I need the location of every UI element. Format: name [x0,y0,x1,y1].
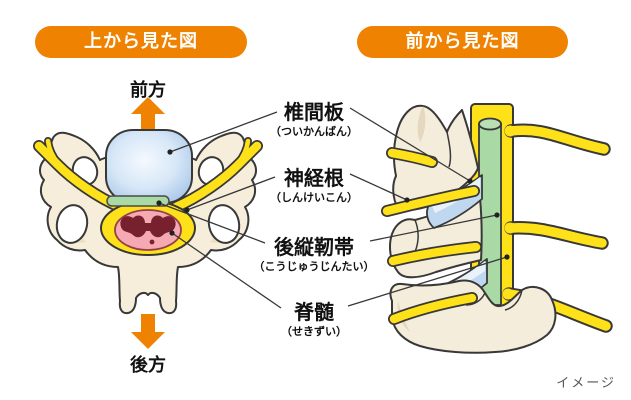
front-direction-label: 前方 [130,80,166,101]
label-furigana: （しんけいこん） [270,191,358,204]
nerve-root-axial-left [33,137,126,213]
gray-matter [120,215,176,238]
label-spinal-cord: 脊髄 （せきずい） [241,300,387,338]
bone-contour [504,289,523,311]
bone-contour [465,292,486,306]
nerve-branch-right-1 [504,123,611,156]
label-furigana: （せきずい） [281,325,347,338]
label-main-text: 神経根 [284,166,344,190]
bone-shading [417,106,426,142]
branch-junction-patches [502,125,516,300]
label-furigana: （ついかんばん） [270,125,358,138]
frontal-view-diagram [381,103,613,354]
nerve-root-left-1a [386,147,438,168]
nerve-root-left-2 [387,241,482,267]
label-posterior-longitudinal-ligament: 後縦靭帯 （こうじゅうじんたい） [241,235,387,273]
label-furigana: （こうじゅうじんたい） [253,260,375,273]
bone-contour [446,131,452,168]
axial-view-banner: 上から見た図 [35,26,247,58]
label-main-text: 椎間板 [284,100,344,124]
intervertebral-disc-axial [105,129,193,204]
posterior-longitudinal-ligament-axial [106,195,170,207]
label-intervertebral-disc: 椎間板 （ついかんばん） [241,100,387,138]
central-canal [149,239,155,245]
label-nerve-root: 神経根 （しんけいこん） [241,166,387,204]
label-main-text: 後縦靭帯 [274,235,354,259]
back-direction-label: 後方 [130,355,166,376]
frontal-view-banner: 前から見た図 [357,26,568,58]
image-disclaimer-note: イメージ [556,376,616,391]
pointer-dots [156,149,510,260]
nerve-root-left-3 [388,292,478,325]
transverse-foramen [55,204,89,244]
label-connector-lines [158,107,508,309]
nerve-root-left-1b [381,185,480,217]
label-main-text: 脊髄 [294,300,334,324]
transverse-foramen [207,204,241,244]
nerve-root-axial-right [170,137,263,213]
down-arrow-icon [131,314,165,349]
nerve-branch-right-2 [504,221,609,250]
up-arrow-icon [131,97,165,130]
axial-view-diagram [33,129,263,315]
vertebra-3 [389,279,557,354]
